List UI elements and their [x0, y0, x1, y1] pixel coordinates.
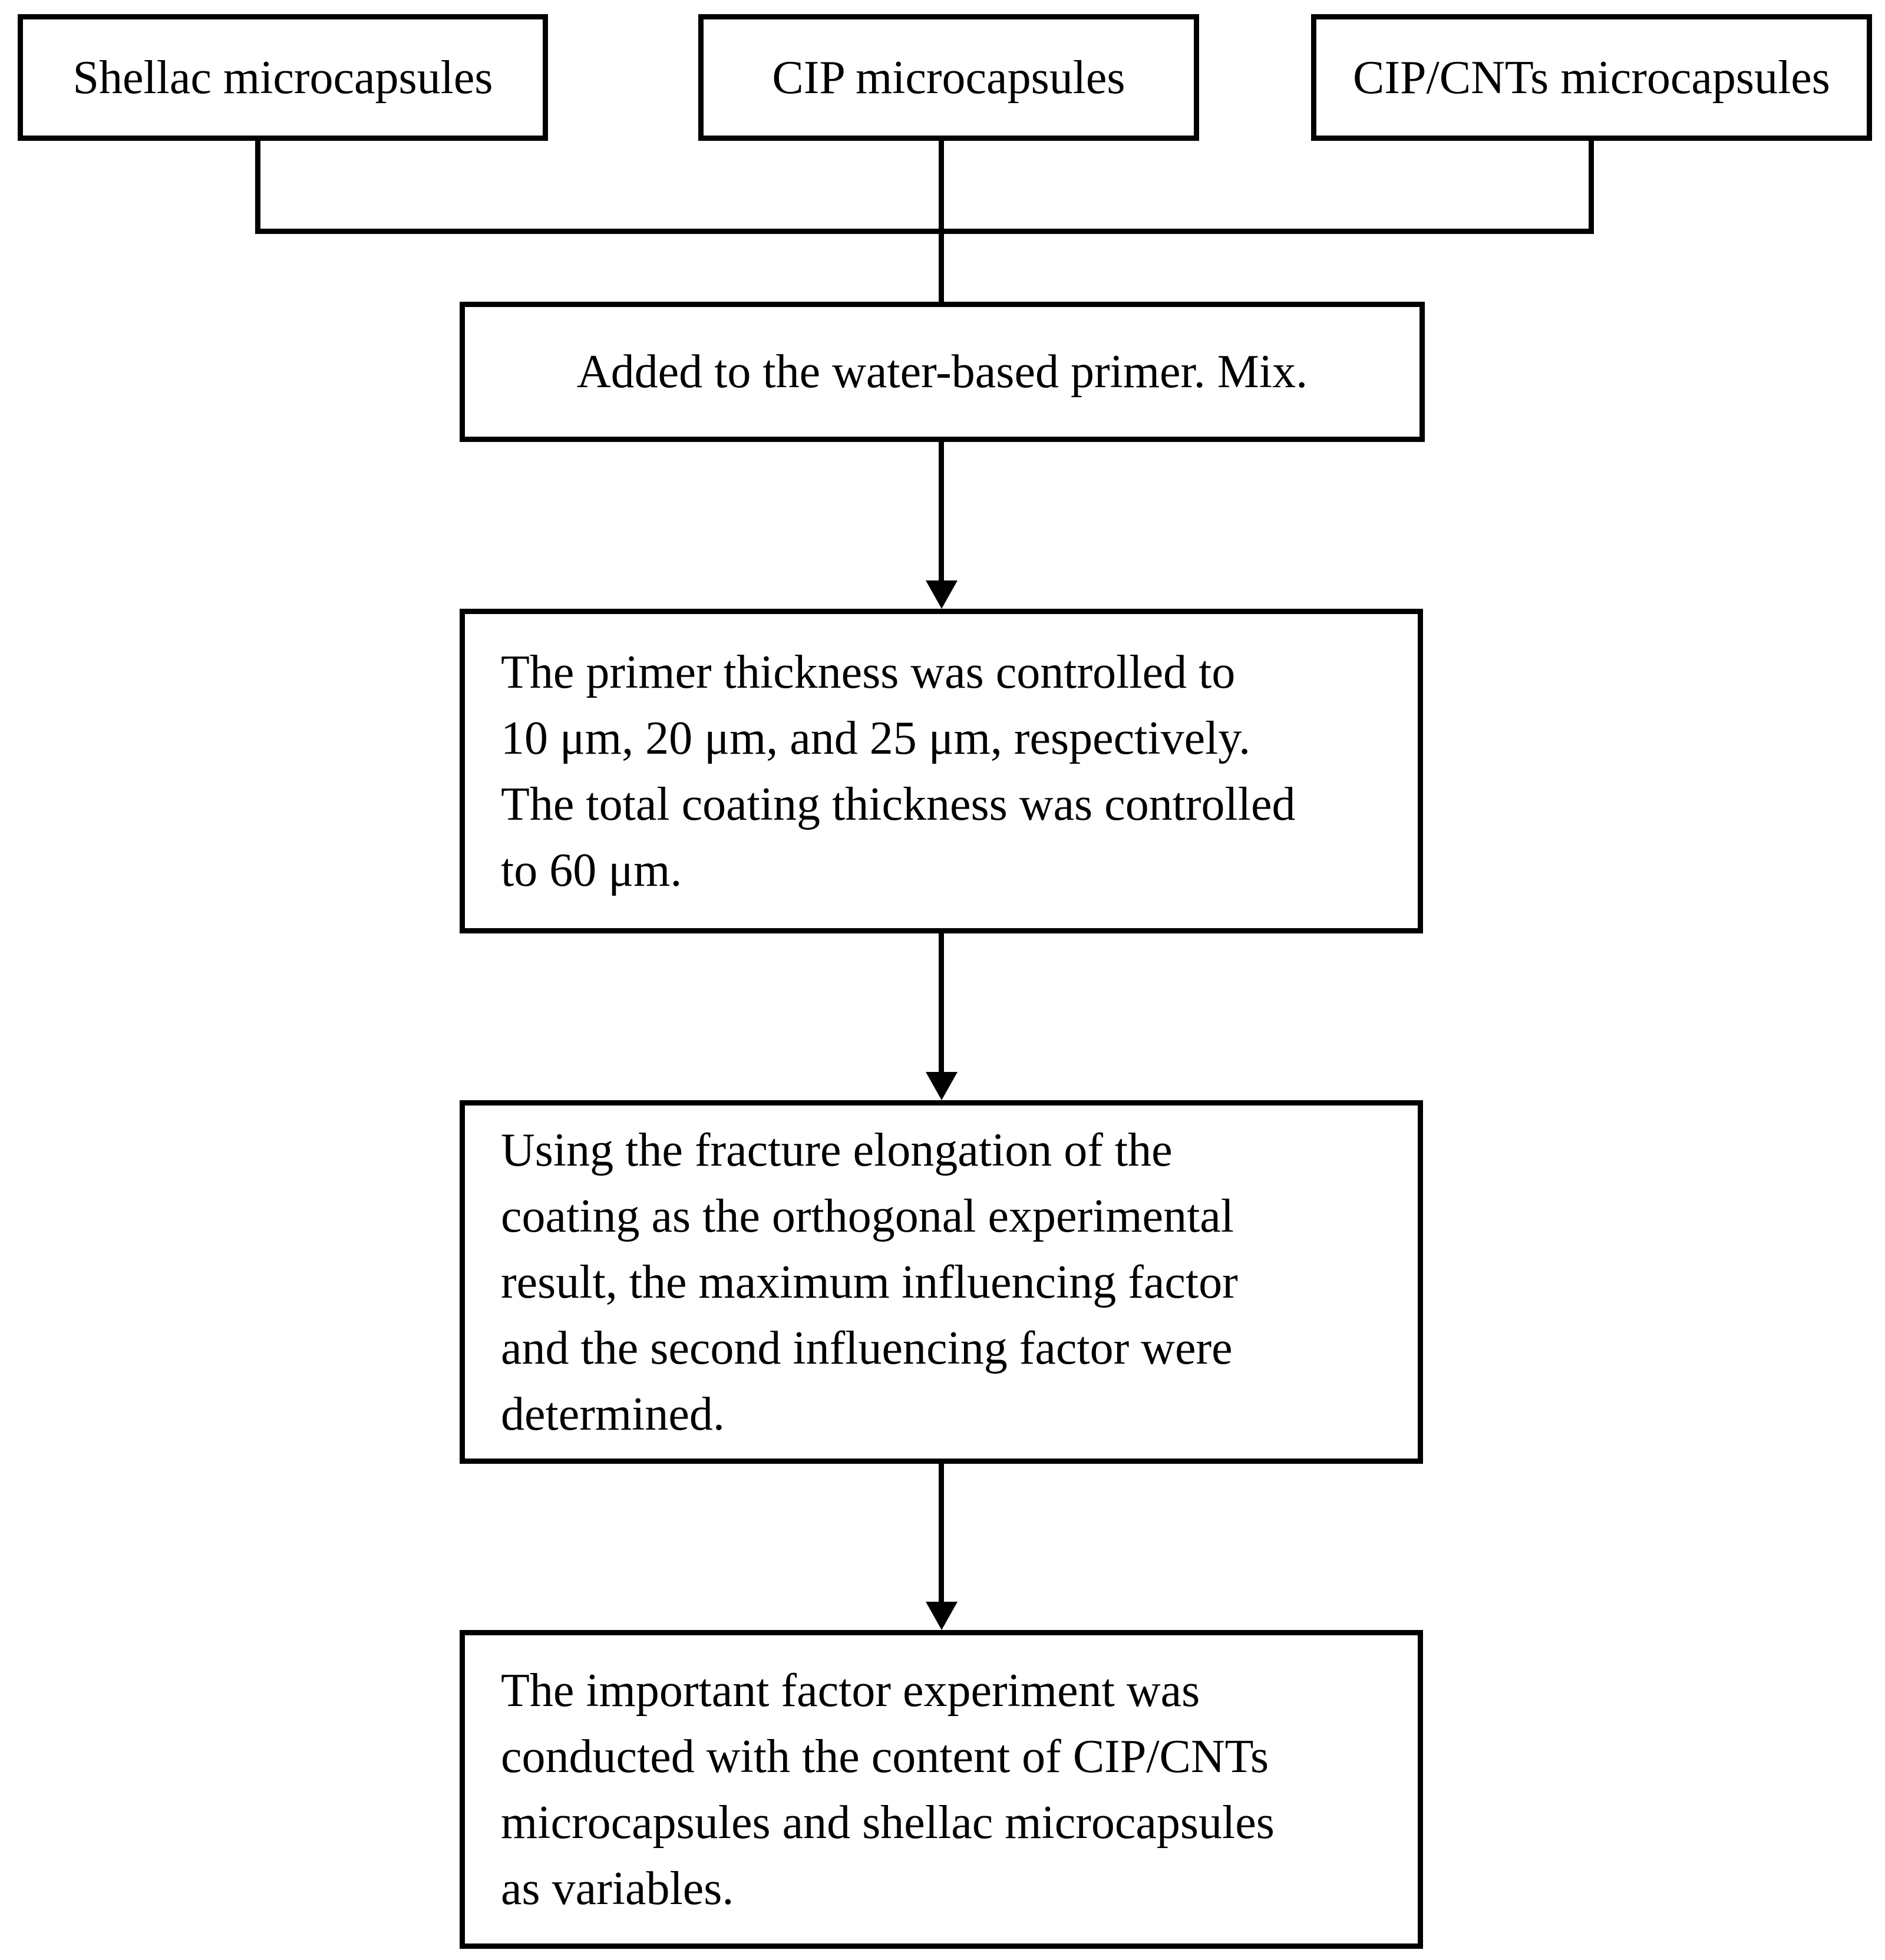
box-shellac-label: Shellac microcapsules [72, 51, 493, 104]
connector-stub-cip-cnts [1589, 140, 1594, 233]
arrow-1-shaft [939, 442, 944, 580]
box-primer-thickness: The primer thickness was controlled to 1… [460, 609, 1423, 933]
box-cip-cnts-microcapsules: CIP/CNTs microcapsules [1311, 14, 1872, 141]
box-added-to-primer-text: Added to the water-based primer. Mix. [576, 346, 1308, 398]
arrow-3-shaft [939, 1464, 944, 1602]
box-important-factor-experiment: The important factor experiment was cond… [460, 1630, 1423, 1949]
arrow-1-head [926, 580, 958, 609]
box-orthogonal-experiment-line-3: result, the maximum influencing factor [501, 1256, 1238, 1308]
box-orthogonal-experiment-line-2: coating as the orthogonal experimental [501, 1190, 1234, 1242]
box-orthogonal-experiment: Using the fracture elongation of the coa… [460, 1100, 1423, 1464]
arrow-3-head [926, 1602, 958, 1630]
box-cip-cnts-label: CIP/CNTs microcapsules [1353, 51, 1830, 104]
box-primer-thickness-line-1: The primer thickness was controlled to [501, 646, 1236, 698]
arrow-2-head [926, 1072, 958, 1100]
box-important-factor-line-4: as variables. [501, 1862, 734, 1915]
box-primer-thickness-line-2: 10 μm, 20 μm, and 25 μm, respectively. [501, 712, 1251, 764]
box-primer-thickness-line-3: The total coating thickness was controll… [501, 778, 1296, 830]
box-added-to-primer: Added to the water-based primer. Mix. [460, 302, 1425, 442]
connector-horizontal-line [255, 229, 1594, 234]
box-shellac-microcapsules: Shellac microcapsules [18, 14, 548, 141]
box-primer-thickness-line-4: to 60 μm. [501, 844, 682, 896]
box-orthogonal-experiment-line-4: and the second influencing factor were [501, 1322, 1233, 1374]
arrow-2-shaft [939, 933, 944, 1072]
box-important-factor-line-1: The important factor experiment was [501, 1664, 1200, 1717]
connector-center-vertical [939, 140, 944, 302]
box-orthogonal-experiment-line-1: Using the fracture elongation of the [501, 1124, 1173, 1176]
box-important-factor-line-2: conducted with the content of CIP/CNTs [501, 1730, 1269, 1783]
box-cip-microcapsules: CIP microcapsules [698, 14, 1199, 141]
box-cip-label: CIP microcapsules [772, 51, 1125, 104]
connector-stub-shellac [255, 140, 260, 233]
box-orthogonal-experiment-line-5: determined. [501, 1388, 725, 1440]
box-important-factor-line-3: microcapsules and shellac microcapsules [501, 1796, 1275, 1849]
